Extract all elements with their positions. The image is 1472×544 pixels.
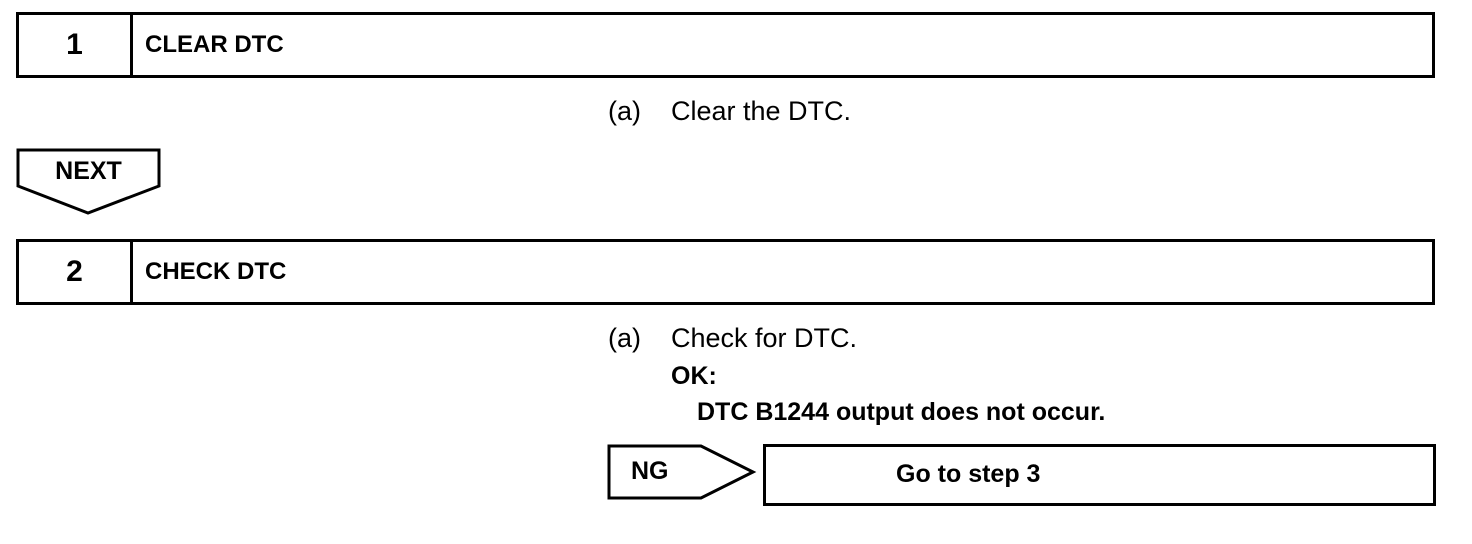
next-label: NEXT	[55, 157, 122, 185]
step-2-header: 2 CHECK DTC	[16, 239, 1435, 305]
next-arrow-shape	[16, 148, 161, 215]
instruction-marker: (a)	[608, 96, 641, 126]
goto-step-label: Go to step 3	[896, 460, 1041, 488]
step-number: 1	[19, 15, 133, 75]
step-title: CHECK DTC	[145, 258, 287, 285]
step-title: CLEAR DTC	[145, 31, 284, 58]
ng-arrow-shape	[607, 444, 757, 500]
step-2-instruction: (a) Check for DTC.	[608, 323, 857, 354]
ng-label: NG	[631, 457, 669, 485]
instruction-text: Clear the DTC.	[671, 96, 852, 126]
instruction-marker: (a)	[608, 323, 641, 353]
goto-step-box: Go to step 3	[763, 444, 1436, 506]
ok-label: OK:	[671, 362, 717, 390]
ng-arrow: NG	[607, 444, 757, 502]
instruction-text: Check for DTC.	[671, 323, 858, 353]
step-number: 2	[19, 242, 133, 302]
ok-condition: DTC B1244 output does not occur.	[697, 398, 1106, 426]
step-1-header: 1 CLEAR DTC	[16, 12, 1435, 78]
step-1-instruction: (a) Clear the DTC.	[608, 96, 851, 127]
next-arrow: NEXT	[16, 148, 163, 216]
